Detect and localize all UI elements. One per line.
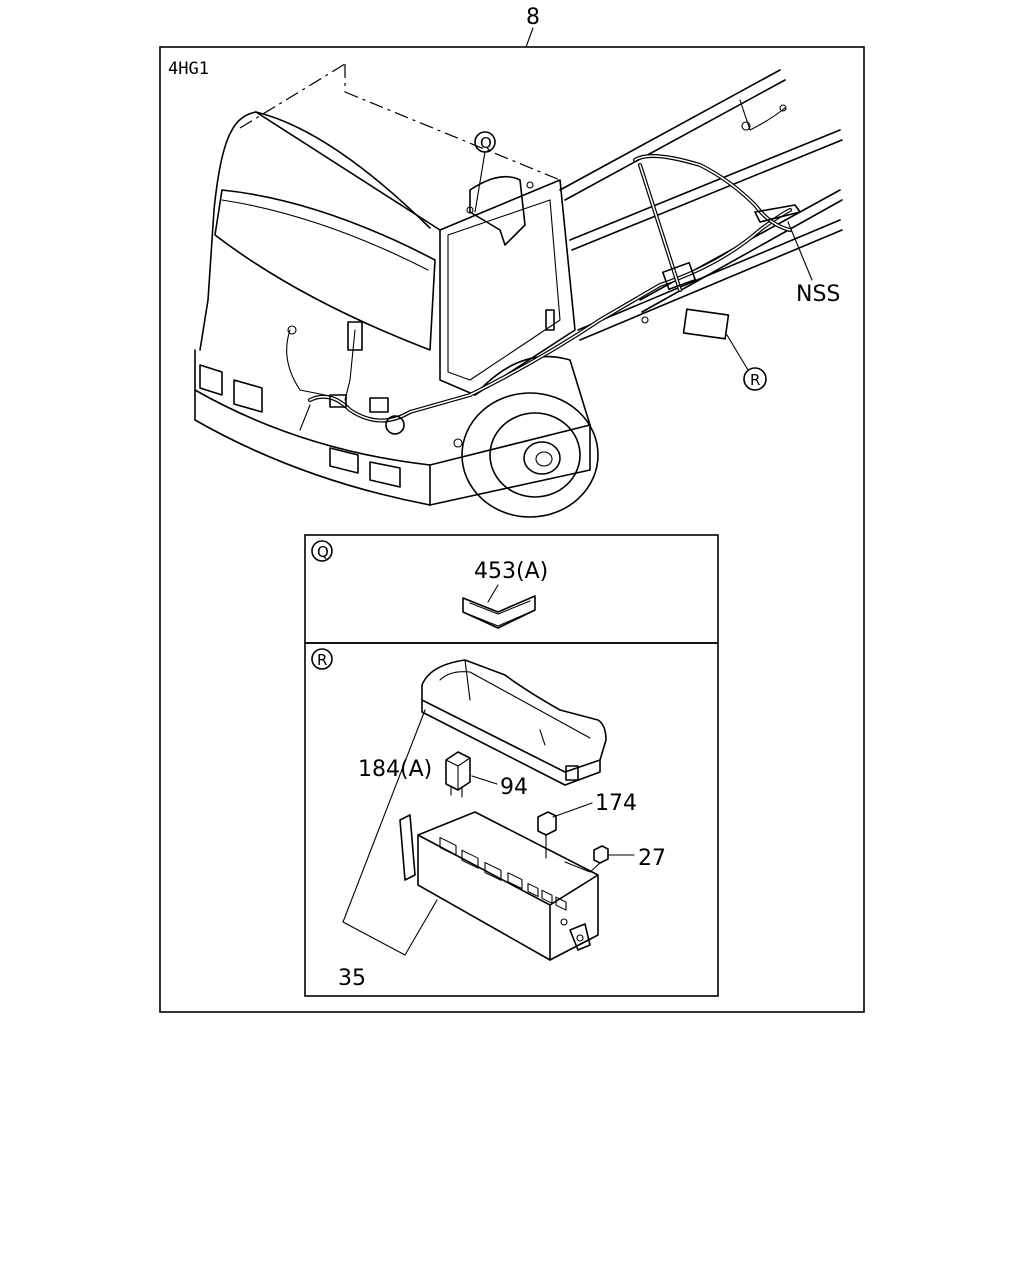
label-27: 27 — [638, 846, 666, 871]
fuse-box-location — [682, 308, 730, 340]
detail-r: R — [304, 642, 719, 997]
wiring-harness — [286, 99, 801, 448]
cab-body — [194, 63, 591, 506]
callout-r-label: R — [750, 371, 760, 389]
detail-q-marker: Q — [317, 543, 329, 561]
label-174: 174 — [595, 791, 637, 816]
figure-number-leader — [525, 27, 534, 48]
detail-q-frame — [304, 534, 719, 644]
pad-453 — [462, 595, 536, 629]
detail-q-part-label: 453(A) — [474, 559, 548, 584]
detail-q: Q 453(A) — [304, 534, 719, 644]
leader-lines — [342, 709, 635, 956]
label-184a: 184(A) — [358, 757, 432, 782]
callout-q: Q — [474, 131, 496, 213]
figure-number: 8 — [526, 5, 540, 30]
detail-r-marker: R — [317, 651, 327, 669]
fuse-box-cover — [421, 659, 607, 786]
fuse-box-base — [399, 811, 599, 961]
truck-illustration: Q NSS R — [194, 63, 843, 518]
outer-frame — [159, 46, 865, 1013]
fuse-27 — [564, 845, 609, 873]
label-94: 94 — [500, 775, 528, 800]
relay-94 — [445, 751, 471, 798]
nss-leader — [787, 221, 813, 281]
detail-r-frame — [304, 642, 719, 997]
nss-label: NSS — [796, 282, 840, 307]
label-35: 35 — [338, 966, 366, 991]
front-wheel — [461, 392, 599, 518]
callout-r: R — [726, 334, 767, 391]
callout-q-label: Q — [480, 134, 492, 152]
fuse-174 — [537, 811, 557, 859]
model-code: 4HG1 — [168, 59, 209, 79]
